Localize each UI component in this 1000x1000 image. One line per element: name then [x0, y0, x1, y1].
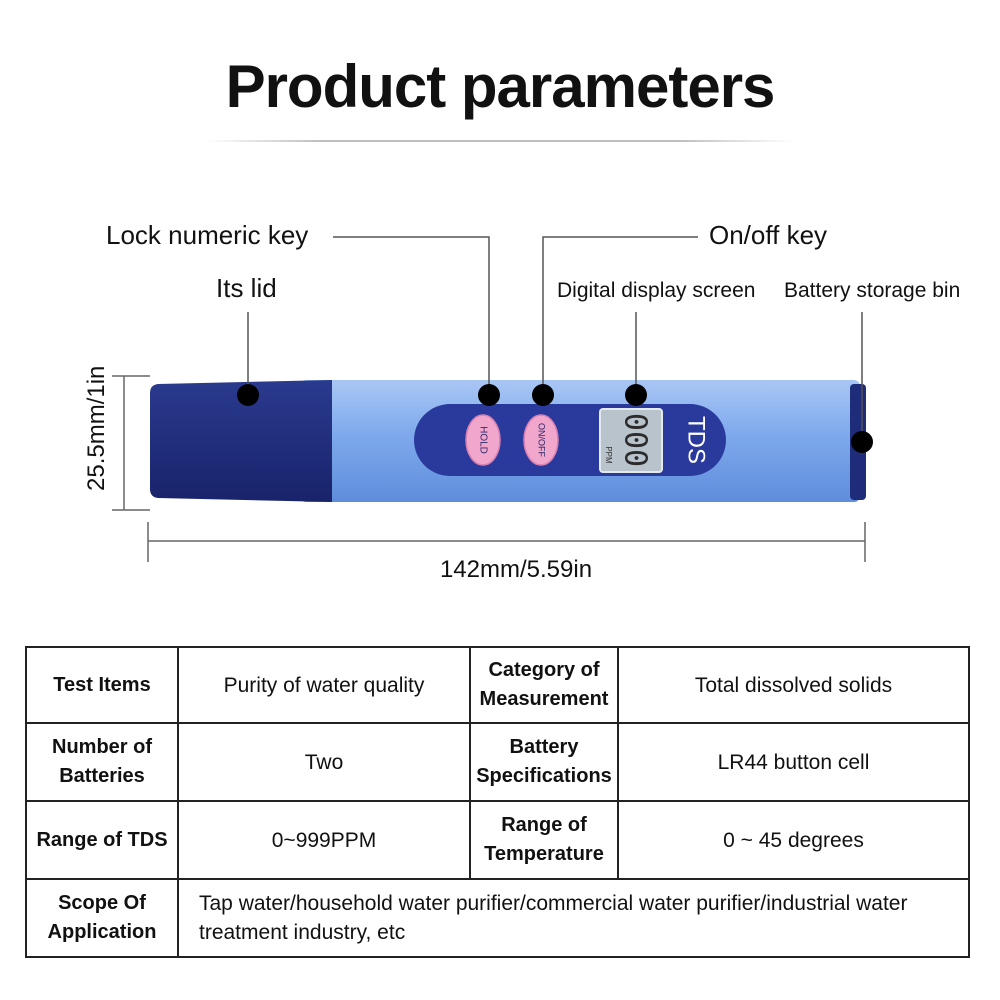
onoff-button: [523, 414, 559, 466]
callout-dot-display: [625, 384, 647, 406]
tds-meter-diagram: HOLD ON/OFF 000 PPM TDS: [112, 236, 873, 562]
callout-line-lock: [333, 236, 490, 395]
spec-header: Number of Batteries: [25, 722, 179, 802]
spec-table: Test Items Purity of water quality Categ…: [25, 646, 970, 958]
spec-header: Range of Temperature: [469, 800, 619, 880]
onoff-button-label: ON/OFF: [537, 423, 547, 457]
title-divider: [205, 140, 795, 142]
lcd-value: 000: [618, 413, 653, 467]
spec-value: Total dissolved solids: [617, 646, 970, 724]
label-battery-bin: Battery storage bin: [784, 279, 961, 302]
spec-header: Test Items: [25, 646, 179, 724]
callout-dot-battery: [851, 431, 873, 453]
lcd-screen: [599, 408, 663, 473]
hold-button: [465, 414, 501, 466]
control-panel: [414, 404, 726, 476]
spec-header: Category of Measurement: [469, 646, 619, 724]
spec-value: Two: [177, 722, 471, 802]
hold-button-label: HOLD: [477, 426, 488, 454]
table-row: Scope Of Application Tap water/household…: [25, 878, 970, 958]
spec-value: 0~999PPM: [177, 800, 471, 880]
table-row: Range of TDS 0~999PPM Range of Temperatu…: [25, 800, 970, 880]
spec-header: Range of TDS: [25, 800, 179, 880]
spec-header: Battery Specifications: [469, 722, 619, 802]
lcd-unit: PPM: [604, 446, 613, 464]
callout-dot-lock: [478, 384, 500, 406]
lid: [150, 380, 332, 502]
callout-dot-lid: [237, 384, 259, 406]
spec-value: Purity of water quality: [177, 646, 471, 724]
page-title: Product parameters: [225, 53, 776, 120]
brand-text: TDS: [683, 416, 710, 464]
label-onoff-key: On/off key: [709, 220, 828, 250]
spec-value: LR44 button cell: [617, 722, 970, 802]
callout-dot-onoff: [532, 384, 554, 406]
spec-value: 0 ~ 45 degrees: [617, 800, 970, 880]
spec-value: Tap water/household water purifier/comme…: [177, 878, 970, 958]
length-dimension: 142mm/5.59in: [439, 556, 593, 583]
table-row: Test Items Purity of water quality Categ…: [25, 646, 970, 724]
height-dimension: 25.5mm/1in: [83, 365, 110, 491]
spec-header: Scope Of Application: [25, 878, 179, 958]
table-row: Number of Batteries Two Battery Specific…: [25, 722, 970, 802]
callout-line-onoff: [542, 236, 698, 395]
label-lock-key: Lock numeric key: [106, 220, 309, 250]
label-display: Digital display screen: [557, 279, 756, 302]
label-lid: Its lid: [216, 273, 277, 303]
